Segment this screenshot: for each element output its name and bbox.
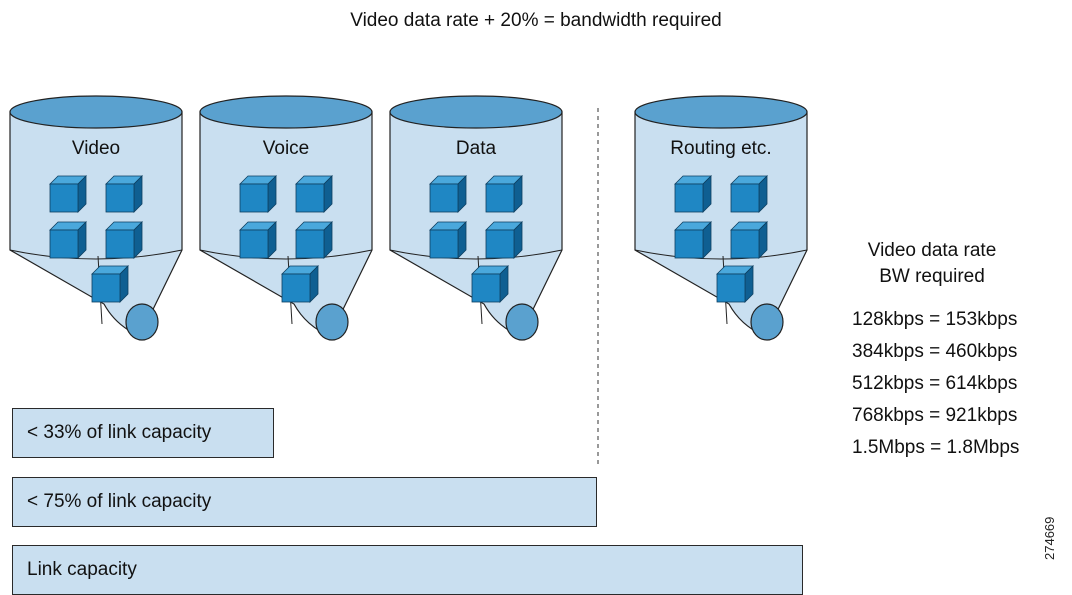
legend-header: Video data rate BW required: [852, 238, 1012, 290]
bin-body: [634, 111, 808, 337]
bar-label: < 33% of link capacity: [27, 422, 212, 443]
figure-number: 274669: [1042, 516, 1057, 560]
bar-33-percent: < 33% of link capacity: [12, 408, 274, 458]
cube-icon: [730, 175, 768, 213]
spout-icon: [315, 303, 349, 341]
legend-rows: 128kbps = 153kbps 384kbps = 460kbps 512k…: [852, 304, 1072, 464]
queue-bin-2: Voice: [199, 95, 373, 341]
spout-icon: [505, 303, 539, 341]
bandwidth-legend: Video data rate BW required 128kbps = 15…: [852, 238, 1072, 464]
cube-icon: [674, 221, 712, 259]
legend-row: 768kbps = 921kbps: [852, 405, 1018, 426]
queue-label: Routing etc.: [670, 138, 771, 159]
cube-icon: [105, 221, 143, 259]
bin-top: [199, 95, 373, 129]
spout-icon: [125, 303, 159, 341]
legend-row: 1.5Mbps = 1.8Mbps: [852, 437, 1020, 458]
bar-label: Link capacity: [27, 559, 137, 580]
bin-top: [634, 95, 808, 129]
cube-icon: [295, 175, 333, 213]
bin-top: [9, 95, 183, 129]
queue-bin-4: Routing etc.: [634, 95, 808, 341]
cube-icon: [295, 221, 333, 259]
cube-icon: [429, 175, 467, 213]
cube-icon: [281, 265, 319, 303]
bin-body: [389, 111, 563, 337]
queue-label: Video: [72, 138, 120, 159]
cube-icon: [105, 175, 143, 213]
queue-bin-1: Video: [9, 95, 183, 341]
legend-row: 512kbps = 614kbps: [852, 373, 1018, 394]
cube-icon: [91, 265, 129, 303]
bin-top: [389, 95, 563, 129]
queue-label: Data: [456, 138, 497, 159]
queue-label: Voice: [263, 138, 309, 159]
bar-link-capacity: Link capacity: [12, 545, 803, 595]
cube-icon: [716, 265, 754, 303]
cube-icon: [730, 221, 768, 259]
bin-body: [199, 111, 373, 337]
bar-label: < 75% of link capacity: [27, 491, 212, 512]
legend-row: 128kbps = 153kbps: [852, 309, 1018, 330]
spout-icon: [750, 303, 784, 341]
legend-header-line2: BW required: [879, 266, 985, 287]
cube-icon: [674, 175, 712, 213]
bar-75-percent: < 75% of link capacity: [12, 477, 597, 527]
cube-icon: [239, 221, 277, 259]
cube-icon: [471, 265, 509, 303]
diagram-title: Video data rate + 20% = bandwidth requir…: [350, 10, 722, 31]
cube-icon: [239, 175, 277, 213]
cube-icon: [485, 221, 523, 259]
cube-icon: [429, 221, 467, 259]
queue-bin-3: Data: [389, 95, 563, 341]
legend-header-line1: Video data rate: [867, 240, 997, 261]
bin-body: [9, 111, 183, 337]
cube-icon: [49, 221, 87, 259]
legend-row: 384kbps = 460kbps: [852, 341, 1018, 362]
cube-icon: [485, 175, 523, 213]
cube-icon: [49, 175, 87, 213]
